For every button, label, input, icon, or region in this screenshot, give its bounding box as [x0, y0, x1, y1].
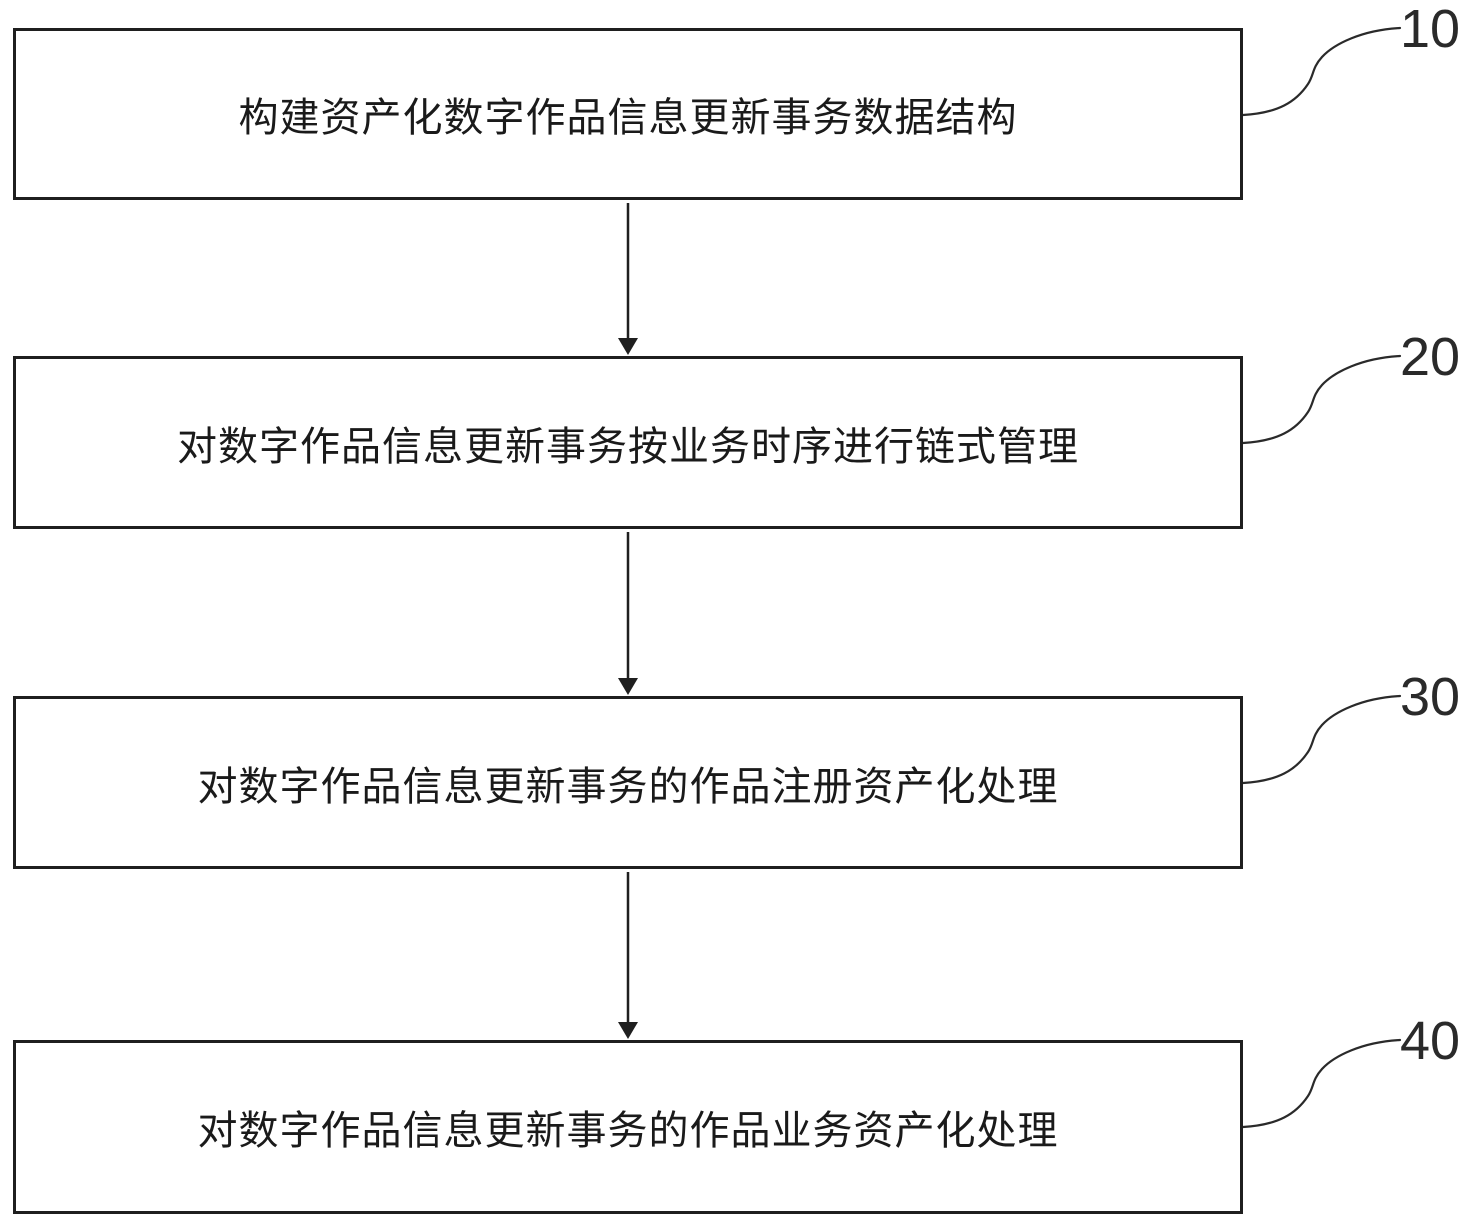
leader-line-20 [1241, 354, 1402, 445]
step-1-label: 构建资产化数字作品信息更新事务数据结构 [238, 96, 1018, 140]
flow-arrow-1 [618, 203, 638, 355]
step-4-label: 对数字作品信息更新事务的作品业务资产化处理 [197, 1109, 1059, 1153]
ref-number-40: 40 [1400, 1011, 1461, 1071]
flow-arrow-3 [618, 872, 638, 1039]
ref-number-20: 20 [1400, 327, 1461, 387]
flow-arrow-2 [618, 532, 638, 695]
step-3-label: 对数字作品信息更新事务的作品注册资产化处理 [197, 764, 1059, 809]
flow-step-box-3: 对数字作品信息更新事务的作品注册资产化处理 [13, 696, 1243, 869]
flow-step-box-2: 对数字作品信息更新事务按业务时序进行链式管理 [13, 356, 1243, 529]
ref-number-10: 10 [1400, 0, 1461, 59]
leader-line-10 [1241, 26, 1402, 117]
flow-step-box-4: 对数字作品信息更新事务的作品业务资产化处理 [13, 1040, 1243, 1214]
ref-number-30: 30 [1400, 667, 1461, 727]
leader-line-40 [1241, 1038, 1402, 1129]
flow-step-box-1: 构建资产化数字作品信息更新事务数据结构 [13, 28, 1243, 200]
leader-line-30 [1241, 694, 1402, 785]
step-2-label: 对数字作品信息更新事务按业务时序进行链式管理 [177, 424, 1079, 469]
